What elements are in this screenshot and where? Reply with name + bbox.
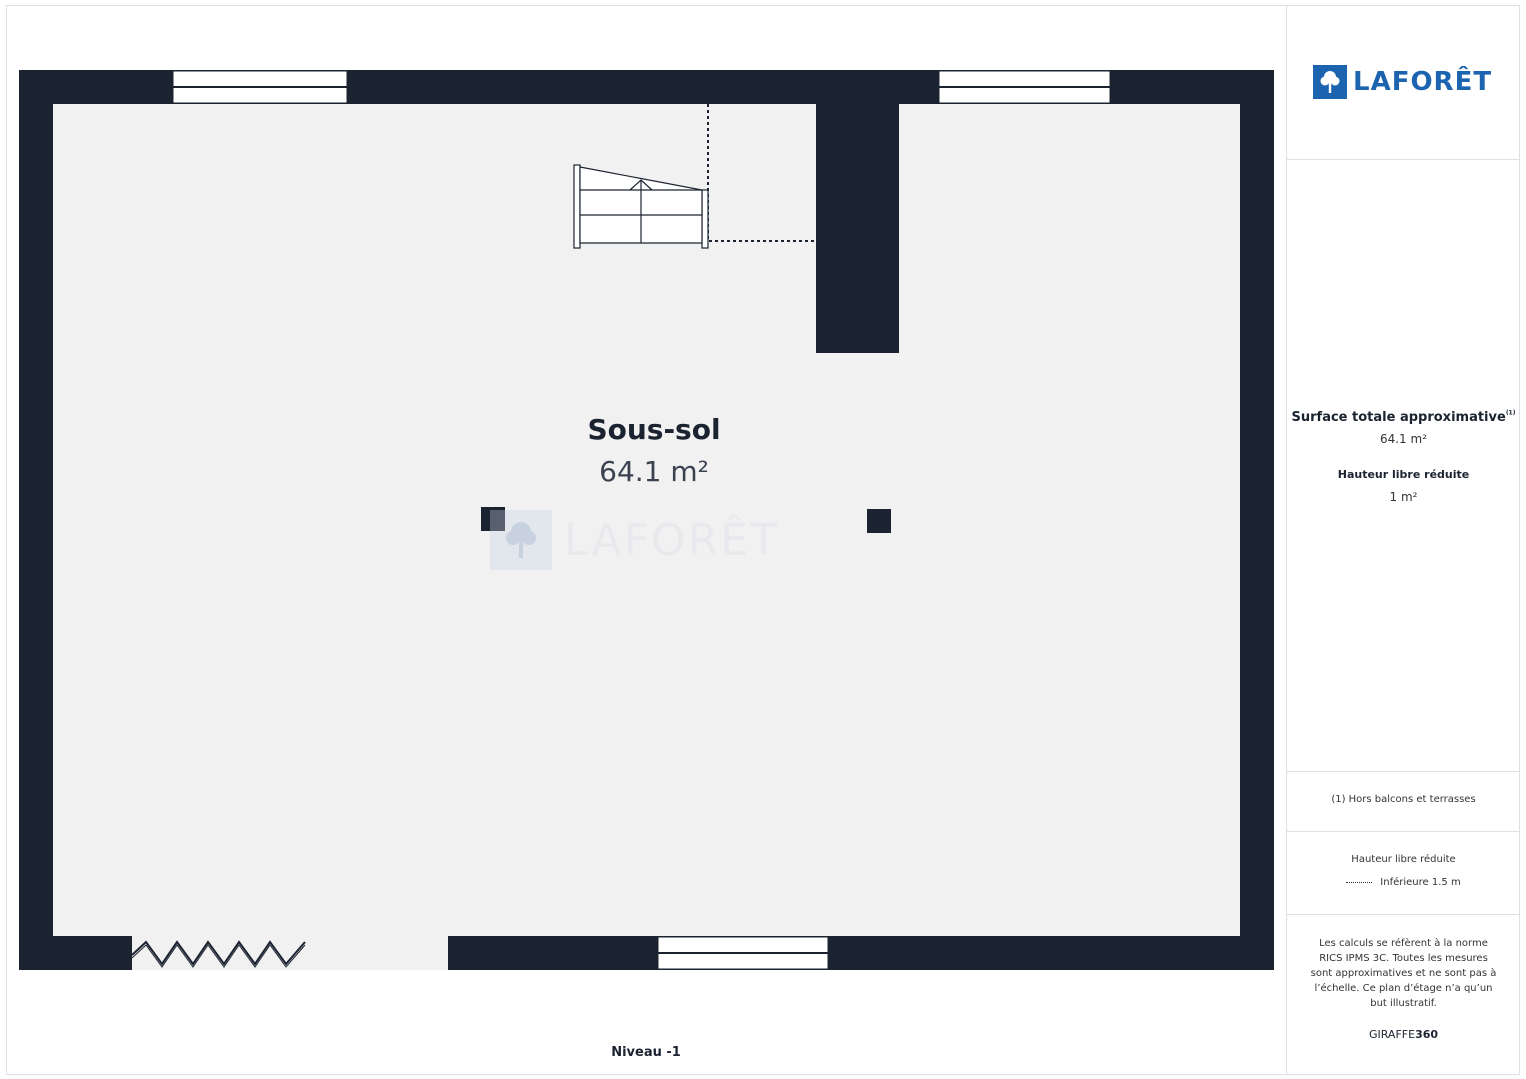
dotted-line-icon <box>1346 882 1373 883</box>
brand-name: LAFORÊT <box>1353 67 1493 97</box>
room-name: Sous-sol <box>587 413 721 446</box>
total-surface-superscript: (1) <box>1505 409 1516 417</box>
credit-suffix: 360 <box>1415 1028 1439 1041</box>
window-top-left <box>172 70 348 104</box>
legend-title: Hauteur libre réduite <box>1351 854 1456 865</box>
pillar-right <box>867 509 891 533</box>
level-label: Niveau -1 <box>611 1045 681 1060</box>
pillar-left <box>481 507 505 531</box>
reduced-height-value: 1 m² <box>1389 490 1418 504</box>
total-surface-title: Surface totale approximative <box>1291 410 1506 425</box>
staircase <box>573 164 709 249</box>
credit: GIRAFFE360 <box>1287 1028 1520 1041</box>
divider <box>1287 831 1520 832</box>
room-area: 64.1 m² <box>599 455 709 488</box>
credit-prefix: GIRAFFE <box>1368 1028 1416 1041</box>
total-surface-value: 64.1 m² <box>1379 432 1428 446</box>
bottom-opening <box>132 936 448 970</box>
total-surface-heading: Surface totale approximative(1) <box>1287 406 1520 425</box>
divider <box>1287 914 1520 915</box>
divider <box>1287 159 1520 160</box>
legend-item-label: Inférieure 1.5 m <box>1380 877 1461 888</box>
disclaimer: Les calculs se réfèrent à la norme RICS … <box>1310 938 1497 1009</box>
page-frame <box>6 5 1520 1075</box>
tree-icon <box>1313 65 1347 99</box>
brand-logo: LAFORÊT <box>1313 65 1492 99</box>
window-top-right <box>938 70 1111 104</box>
floor-plan <box>19 70 1274 970</box>
watermark-text: LAFORÊT <box>564 514 779 566</box>
watermark: LAFORÊT <box>490 510 779 570</box>
window-bottom <box>657 936 829 970</box>
watermark-tree-icon <box>490 510 552 570</box>
legend-sidebar: LAFORÊT Surface totale approximative (1) … <box>1286 6 1520 1074</box>
divider <box>1287 771 1520 772</box>
folding-door <box>131 940 306 966</box>
legend-item: Inférieure 1.5 m <box>1287 877 1520 888</box>
footnote: (1) Hors balcons et terrasses <box>1331 794 1476 805</box>
reduced-height-title: Hauteur libre réduite <box>1337 468 1470 481</box>
inner-wall <box>816 70 899 353</box>
